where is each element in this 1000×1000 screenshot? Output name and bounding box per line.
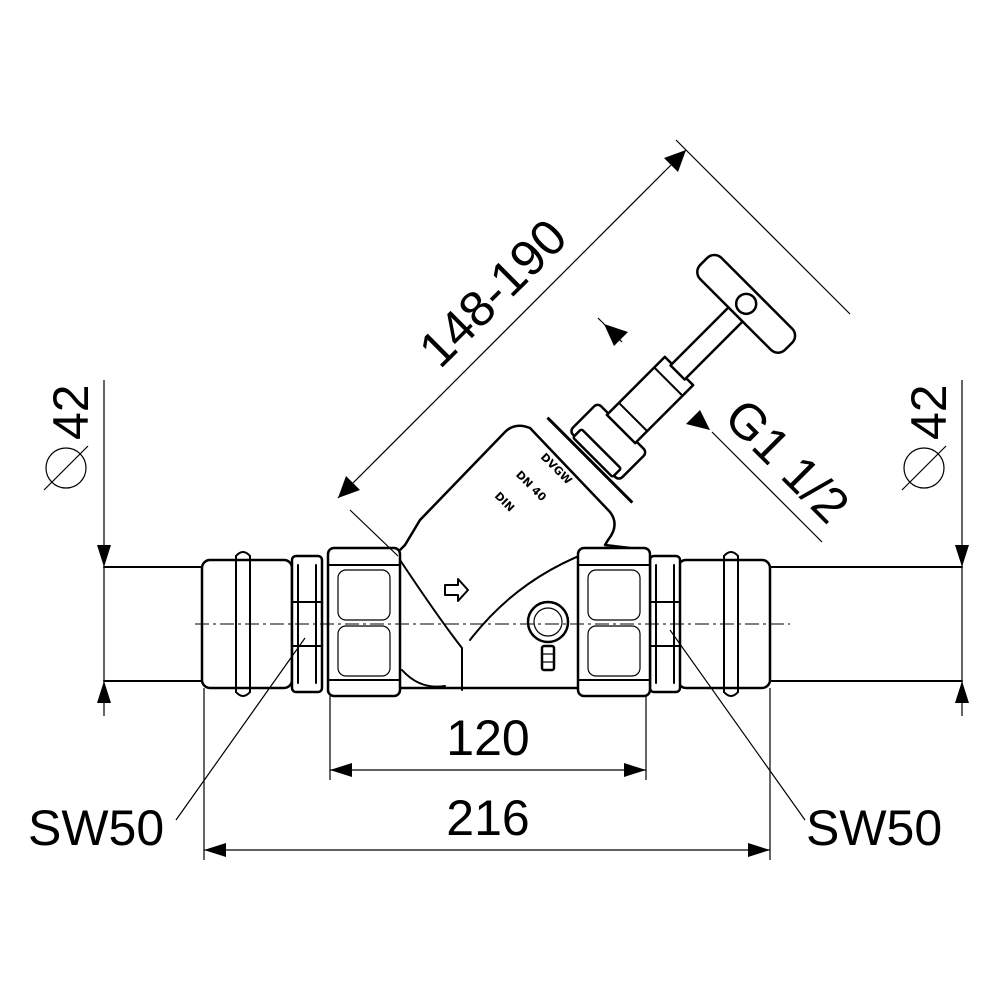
dimension-thread-label: G1 1/2 [714, 388, 860, 534]
diagonal-dimension [337, 139, 851, 557]
test-port [526, 600, 570, 672]
right-diameter-dimension [901, 380, 969, 716]
body-length-dimension [329, 696, 647, 780]
thread-dimension [597, 317, 823, 543]
bonnet [546, 253, 797, 504]
dimension-height-label: 148-190 [408, 208, 577, 377]
overall-length-dimension [203, 688, 771, 860]
dimension-diameter-left-label: 42 [43, 384, 99, 440]
left-diameter-dimension [43, 380, 111, 716]
right-body-hex [576, 546, 652, 698]
dimension-diameter-right-label: 42 [901, 384, 957, 440]
wrench-size-left-label: SW50 [28, 800, 164, 856]
wrench-size-right-label: SW50 [806, 800, 942, 856]
flow-arrow-icon [444, 578, 469, 602]
left-body-hex [326, 546, 402, 698]
wrench-size-leaders [175, 629, 806, 821]
dimension-body-length-label: 120 [446, 710, 529, 766]
dimension-overall-length-label: 216 [446, 790, 529, 846]
